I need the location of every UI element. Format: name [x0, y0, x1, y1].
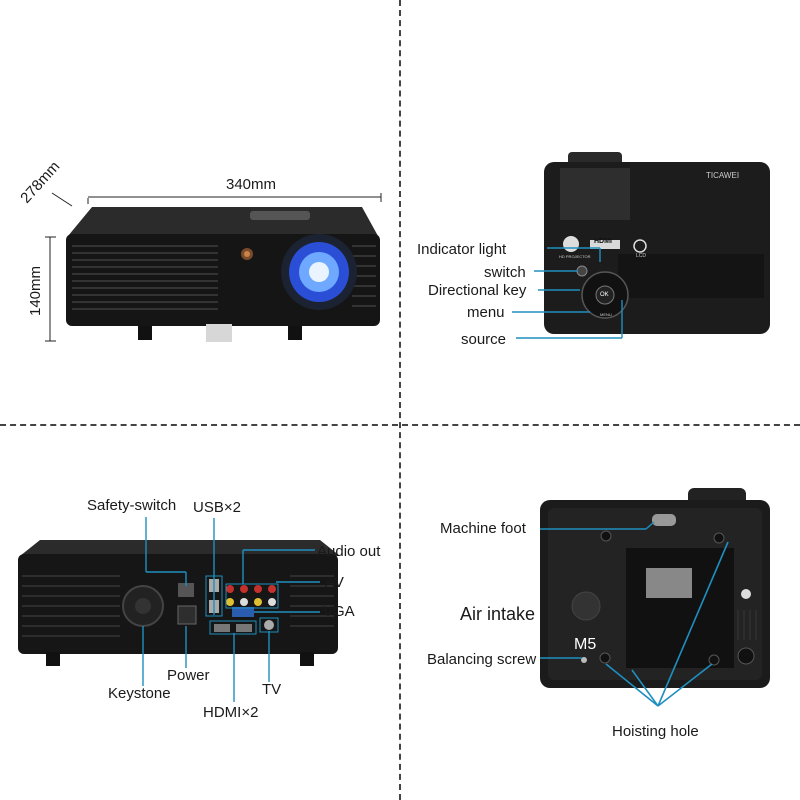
label-source: source — [461, 331, 507, 348]
label-keystone: Keystone — [108, 685, 171, 702]
label-usb: USB×2 — [193, 499, 241, 516]
bottom-view-panel: Machine foot Air intake M5 Balancing scr… — [400, 400, 800, 800]
label-machine-foot: Machine foot — [440, 520, 526, 537]
hd-projector-text: HD PROJECTOR — [559, 254, 591, 259]
top-view-panel: Indicator light switch Directional key m… — [400, 0, 800, 400]
label-indicator-light: Indicator light — [417, 241, 507, 258]
menu-key: MENU — [600, 312, 612, 317]
back-panel-illustration — [18, 517, 340, 702]
label-hoisting-hole: Hoisting hole — [612, 723, 699, 740]
back-panel: Safety-switch USB×2 Audio out AV VGA Pow… — [0, 400, 400, 800]
front-view-illustration — [45, 192, 382, 342]
width-dimension-label: 340mm — [226, 176, 277, 193]
label-m5: M5 — [574, 636, 597, 653]
vertical-divider — [399, 0, 401, 800]
brand-logo: TICAWEI — [706, 171, 740, 180]
label-av: AV — [325, 574, 344, 591]
bottom-view-illustration — [540, 488, 770, 707]
label-vga: VGA — [323, 603, 355, 620]
label-hdmi: HDMI×2 — [203, 704, 259, 721]
height-dimension-label: 140mm — [27, 265, 44, 316]
label-air-intake: Air intake — [460, 604, 536, 624]
label-safety-switch: Safety-switch — [87, 497, 177, 514]
label-menu: menu — [467, 304, 505, 321]
label-power: Power — [167, 667, 210, 684]
top-view-illustration — [512, 152, 770, 339]
label-audio-out: Audio out — [317, 543, 381, 560]
lcd-logo: LCD — [636, 253, 647, 259]
label-tv: TV — [262, 681, 282, 698]
label-switch: switch — [484, 264, 526, 281]
label-directional-key: Directional key — [428, 282, 527, 299]
horizontal-divider — [0, 424, 800, 426]
front-view-panel: 340mm 278mm 140mm — [0, 0, 400, 400]
hdmi-logo: HDMI — [594, 238, 612, 245]
ok-key: OK — [600, 292, 609, 298]
label-balancing-screw: Balancing screw — [427, 651, 537, 668]
